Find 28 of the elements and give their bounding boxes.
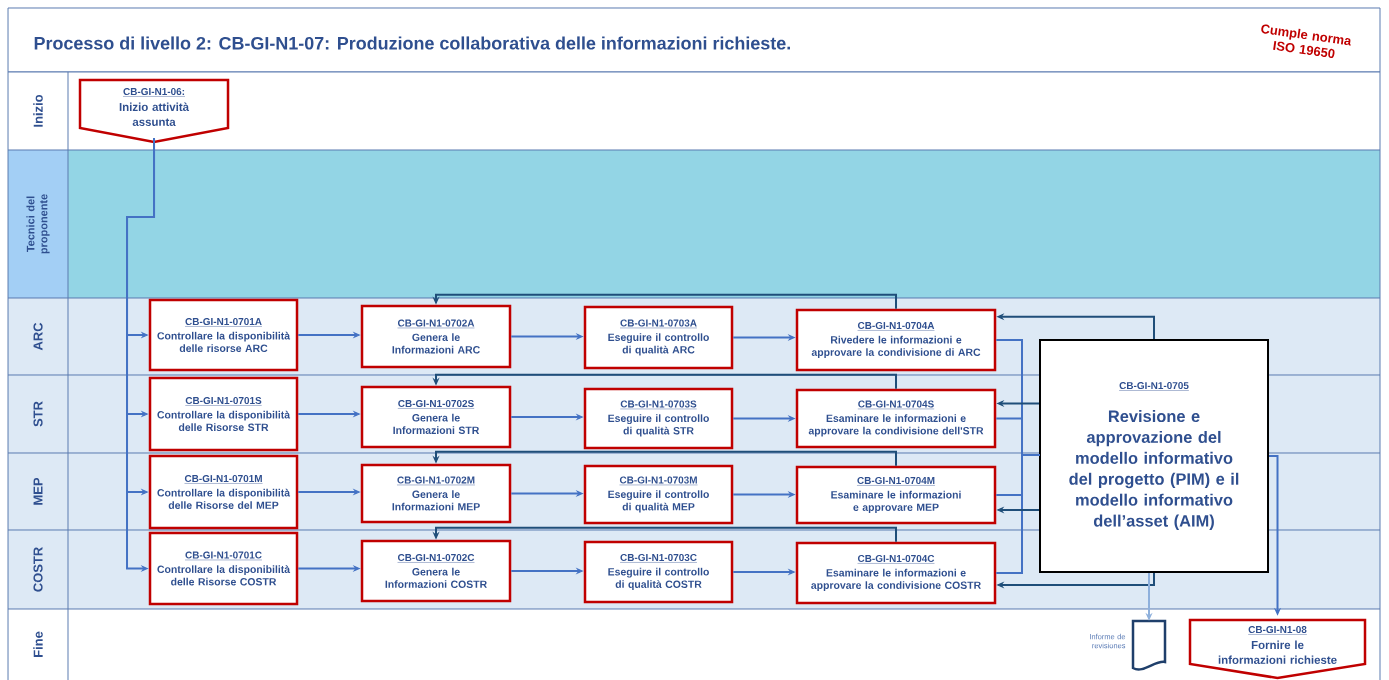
- lane-header: STR: [8, 375, 68, 453]
- lane-header: MEP: [8, 453, 68, 530]
- process-box: CB-GI-N1-0705 Revisione e approvazione del modello informativo del progetto (PIM) e il modello informativo dell’asset (AIM): [1039, 339, 1269, 573]
- process-box: CB-GI-N1-0703A Eseguire il controllo di qualità ARC: [583, 305, 734, 370]
- process-box: CB-GI-N1-0704C Esaminare le informazioni e approvare la condivisione COSTR: [795, 541, 997, 605]
- process-box: CB-GI-N1-0701M Controllare la disponibilità delle Risorse del MEP: [148, 454, 299, 530]
- process-box: CB-GI-N1-0702C Genera le Informazioni COSTR: [360, 539, 512, 603]
- note: Cumple norma ISO 19650: [1261, 24, 1351, 58]
- offpage-connector: CB-GI-N1-08 Fornire le informazioni richieste: [1188, 618, 1367, 680]
- process-box: CB-GI-N1-0703C Eseguire il controllo di qualità COSTR: [583, 540, 734, 604]
- process-box: CB-GI-N1-0701A Controllare la disponibilità delle risorse ARC: [148, 298, 299, 372]
- lane-header: Fine: [8, 609, 68, 680]
- process-box: CB-GI-N1-0703S Eseguire il controllo di qualità STR: [583, 387, 734, 450]
- lane-header: Inizio: [8, 72, 68, 150]
- process-box: CB-GI-N1-0701S Controllare la disponibilità delle Risorse STR: [148, 376, 299, 452]
- process-box: CB-GI-N1-0702S Genera le Informazioni STR: [360, 385, 512, 449]
- process-box: CB-GI-N1-0704S Esaminare le informazioni e approvare la condivisione dell'STR: [795, 388, 997, 449]
- offpage-connector: CB-GI-N1-06: Inizio attività assunta: [78, 78, 230, 144]
- process-box: CB-GI-N1-0703M Eseguire il controllo di qualità MEP: [583, 464, 734, 525]
- lane-header: ARC: [8, 298, 68, 375]
- process-box: CB-GI-N1-0704M Esaminare le informazioni e approvare MEP: [795, 465, 997, 525]
- process-box: CB-GI-N1-0702A Genera le Informazioni ARC: [360, 304, 512, 369]
- process-box: CB-GI-N1-0704A Rivedere le informazioni e approvare la condivisione di ARC: [795, 308, 997, 372]
- lane-header: COSTR: [8, 530, 68, 609]
- process-box: CB-GI-N1-0702M Genera le Informazioni MEP: [360, 463, 512, 524]
- lane-header: Tecnici del proponente: [8, 150, 68, 298]
- title: Processo di livello 2: CB-GI-N1-07: Produzione collaborativa delle informazioni richieste.: [34, 36, 790, 50]
- process-box: CB-GI-N1-0701C Controllare la disponibilità delle Risorse COSTR: [148, 531, 299, 606]
